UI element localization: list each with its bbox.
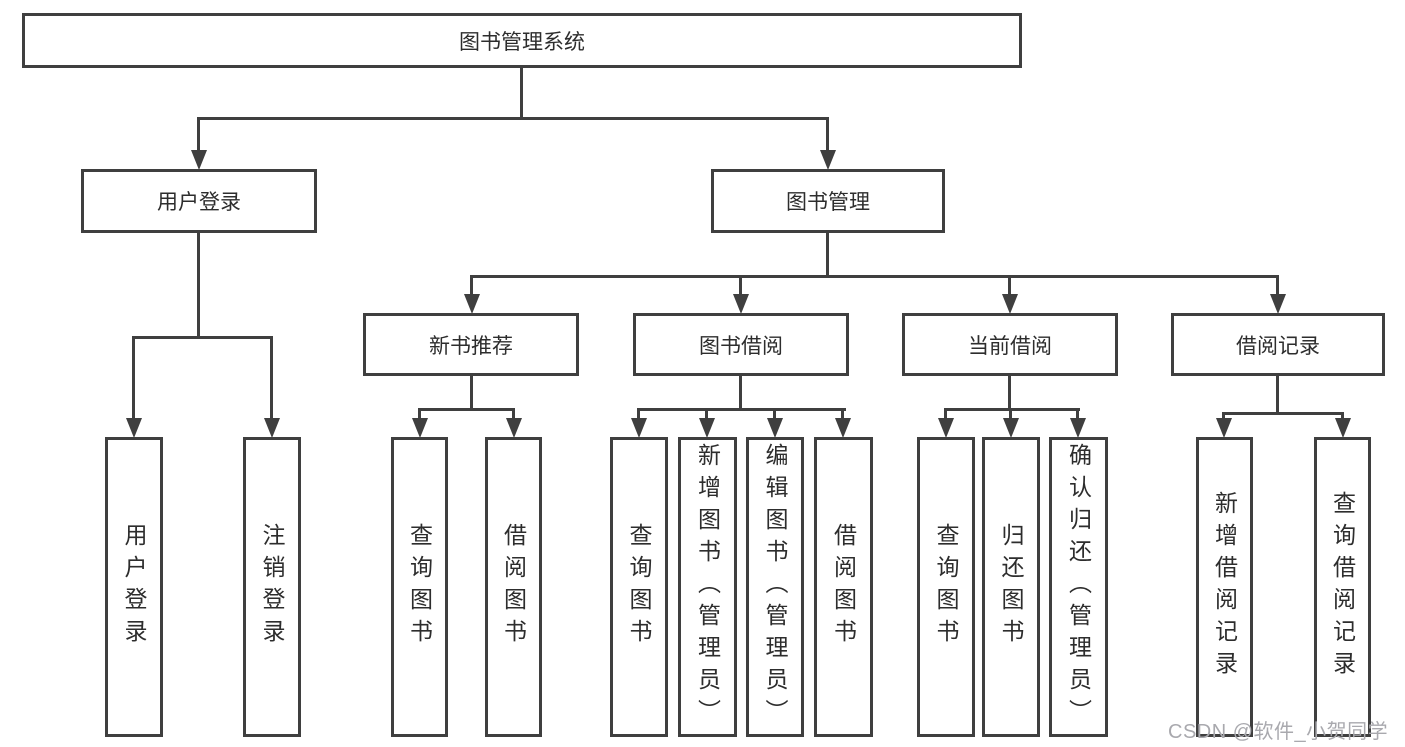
leaf-label: 借阅图书 — [830, 523, 857, 651]
connector-login-branch — [132, 336, 273, 339]
connector-to-leaf — [944, 408, 947, 420]
leaf-label: 新增借阅记录 — [1211, 491, 1238, 683]
arrow-down-icon — [631, 418, 647, 438]
leaf-label: 归还图书 — [998, 523, 1024, 651]
arrow-down-icon — [1216, 418, 1232, 438]
connector-branch — [1222, 412, 1344, 415]
arrow-down-icon — [820, 150, 836, 170]
node-leaf-user-login: 用户登录 — [105, 437, 163, 737]
arrow-down-icon — [1002, 294, 1018, 314]
connector-to-book-borrow — [739, 275, 742, 297]
arrow-down-icon — [126, 418, 142, 438]
connector-to-new-book — [470, 275, 473, 297]
leaf-label: 查询借阅记录 — [1329, 491, 1356, 683]
connector-to-current-borrow — [1008, 275, 1011, 297]
connector-to-user-login — [197, 117, 200, 152]
connector-to-leaf — [418, 408, 421, 420]
connector-to-leaf — [773, 408, 776, 420]
connector-to-leaf — [1009, 408, 1012, 420]
node-leaf-add-books-admin: 新增图书（管理员） — [678, 437, 737, 737]
leaf-label: 查询图书 — [626, 523, 652, 651]
leaf-label: 确认归还（管理员） — [1065, 443, 1092, 731]
arrow-down-icon — [1070, 418, 1086, 438]
arrow-down-icon — [1335, 418, 1351, 438]
connector-branch — [637, 408, 846, 411]
arrow-down-icon — [938, 418, 954, 438]
arrow-down-icon — [733, 294, 749, 314]
leaf-label: 查询图书 — [933, 523, 959, 651]
connector-stem — [1008, 376, 1011, 411]
leaf-label: 注销登录 — [259, 523, 285, 651]
connector-mgmt-stem — [826, 233, 829, 276]
connector-to-leaf — [1341, 412, 1344, 420]
arrow-down-icon — [264, 418, 280, 438]
connector-mgmt-branch — [470, 275, 1279, 278]
node-leaf-borrow-books: 借阅图书 — [814, 437, 873, 737]
connector-to-leaf — [132, 336, 135, 420]
node-leaf-query-borrow-record: 查询借阅记录 — [1314, 437, 1371, 737]
leaf-label: 借阅图书 — [500, 523, 527, 651]
arrow-down-icon — [835, 418, 851, 438]
node-leaf-add-borrow-record: 新增借阅记录 — [1196, 437, 1253, 737]
arrow-down-icon — [699, 418, 715, 438]
arrow-down-icon — [464, 294, 480, 314]
arrow-down-icon — [1003, 418, 1019, 438]
node-current-borrow: 当前借阅 — [902, 313, 1118, 376]
leaf-label: 编辑图书（管理员） — [762, 443, 788, 731]
arrow-down-icon — [412, 418, 428, 438]
connector-branch — [944, 408, 1080, 411]
connector-stem — [739, 376, 742, 411]
node-book-borrow: 图书借阅 — [633, 313, 849, 376]
connector-to-leaf — [637, 408, 640, 420]
connector-branch — [418, 408, 515, 411]
node-leaf-return-books: 归还图书 — [982, 437, 1040, 737]
leaf-label: 用户登录 — [121, 523, 147, 651]
connector-stem — [470, 376, 473, 411]
arrow-down-icon — [1270, 294, 1286, 314]
node-leaf-confirm-return-admin: 确认归还（管理员） — [1049, 437, 1108, 737]
connector-to-borrow-records — [1276, 275, 1279, 297]
connector-to-leaf — [1076, 408, 1079, 420]
connector-to-leaf — [512, 408, 515, 420]
connector-stem — [1276, 376, 1279, 414]
node-user-login-branch: 用户登录 — [81, 169, 317, 233]
connector-login-stem — [197, 233, 200, 337]
arrow-down-icon — [506, 418, 522, 438]
connector-to-leaf — [841, 408, 844, 420]
node-leaf-query-books-current: 查询图书 — [917, 437, 975, 737]
connector-root-branch — [197, 117, 829, 120]
node-root-library-system: 图书管理系统 — [22, 13, 1022, 68]
connector-to-leaf — [1222, 412, 1225, 420]
node-borrow-records: 借阅记录 — [1171, 313, 1385, 376]
node-leaf-query-books-recommend: 查询图书 — [391, 437, 448, 737]
node-leaf-borrow-books-recommend: 借阅图书 — [485, 437, 542, 737]
connector-to-book-management — [826, 117, 829, 152]
arrow-down-icon — [191, 150, 207, 170]
arrow-down-icon — [767, 418, 783, 438]
node-book-management: 图书管理 — [711, 169, 945, 233]
connector-to-leaf — [270, 336, 273, 420]
csdn-watermark: CSDN @软件_小贺同学 — [1168, 721, 1389, 743]
node-new-book-recommend: 新书推荐 — [363, 313, 579, 376]
leaf-label: 查询图书 — [406, 523, 433, 651]
node-leaf-edit-books-admin: 编辑图书（管理员） — [746, 437, 804, 737]
node-leaf-logout: 注销登录 — [243, 437, 301, 737]
leaf-label: 新增图书（管理员） — [694, 443, 721, 731]
connector-root-stem — [520, 68, 523, 118]
connector-to-leaf — [705, 408, 708, 420]
node-leaf-query-books-borrow: 查询图书 — [610, 437, 668, 737]
